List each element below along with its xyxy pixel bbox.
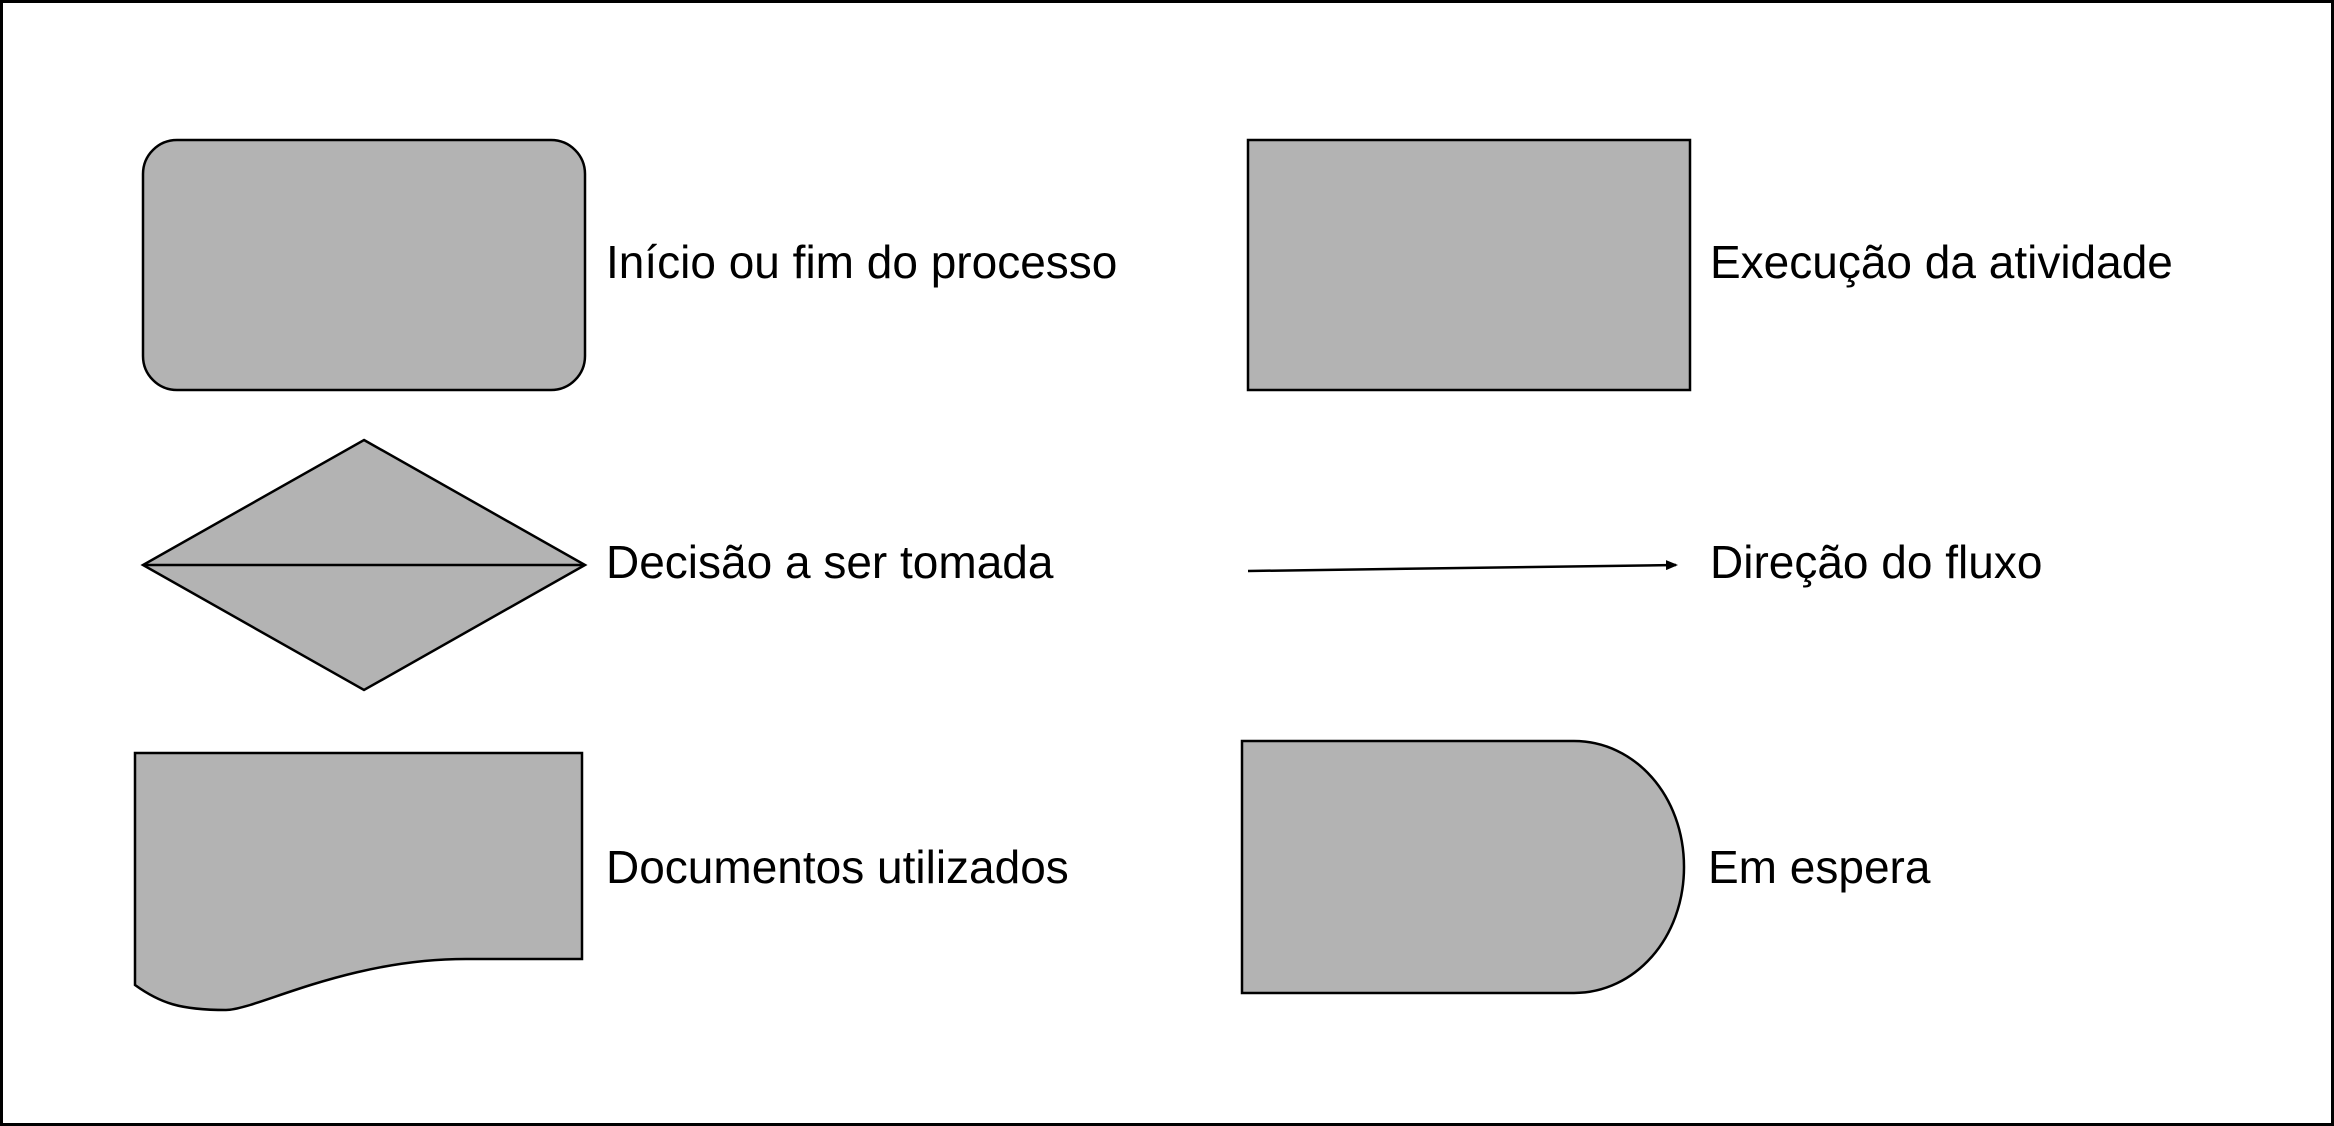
legend-item-start-end: Início ou fim do processo (141, 138, 1117, 392)
legend-item-activity: Execução da atividade (1246, 138, 2173, 392)
legend-item-delay: Em espera (1240, 739, 1931, 995)
legend-label-start-end: Início ou fim do processo (606, 236, 1117, 288)
legend-item-document: Documentos utilizados (133, 751, 1069, 1012)
rectangle-symbol (1246, 138, 1692, 392)
delay-symbol (1240, 739, 1686, 995)
legend-item-decision: Decisão a ser tomada (140, 438, 1054, 692)
legend-label-delay: Em espera (1708, 841, 1931, 893)
legend-label-document: Documentos utilizados (606, 841, 1069, 893)
legend-label-flow-direction: Direção do fluxo (1710, 536, 2042, 588)
arrow-symbol (1247, 560, 1678, 573)
document-symbol (133, 751, 584, 1012)
legend-label-decision: Decisão a ser tomada (606, 536, 1054, 588)
legend-item-flow-direction: Direção do fluxo (1247, 536, 2042, 588)
legend-label-activity: Execução da atividade (1710, 236, 2173, 288)
rounded-rectangle-symbol (141, 138, 587, 392)
